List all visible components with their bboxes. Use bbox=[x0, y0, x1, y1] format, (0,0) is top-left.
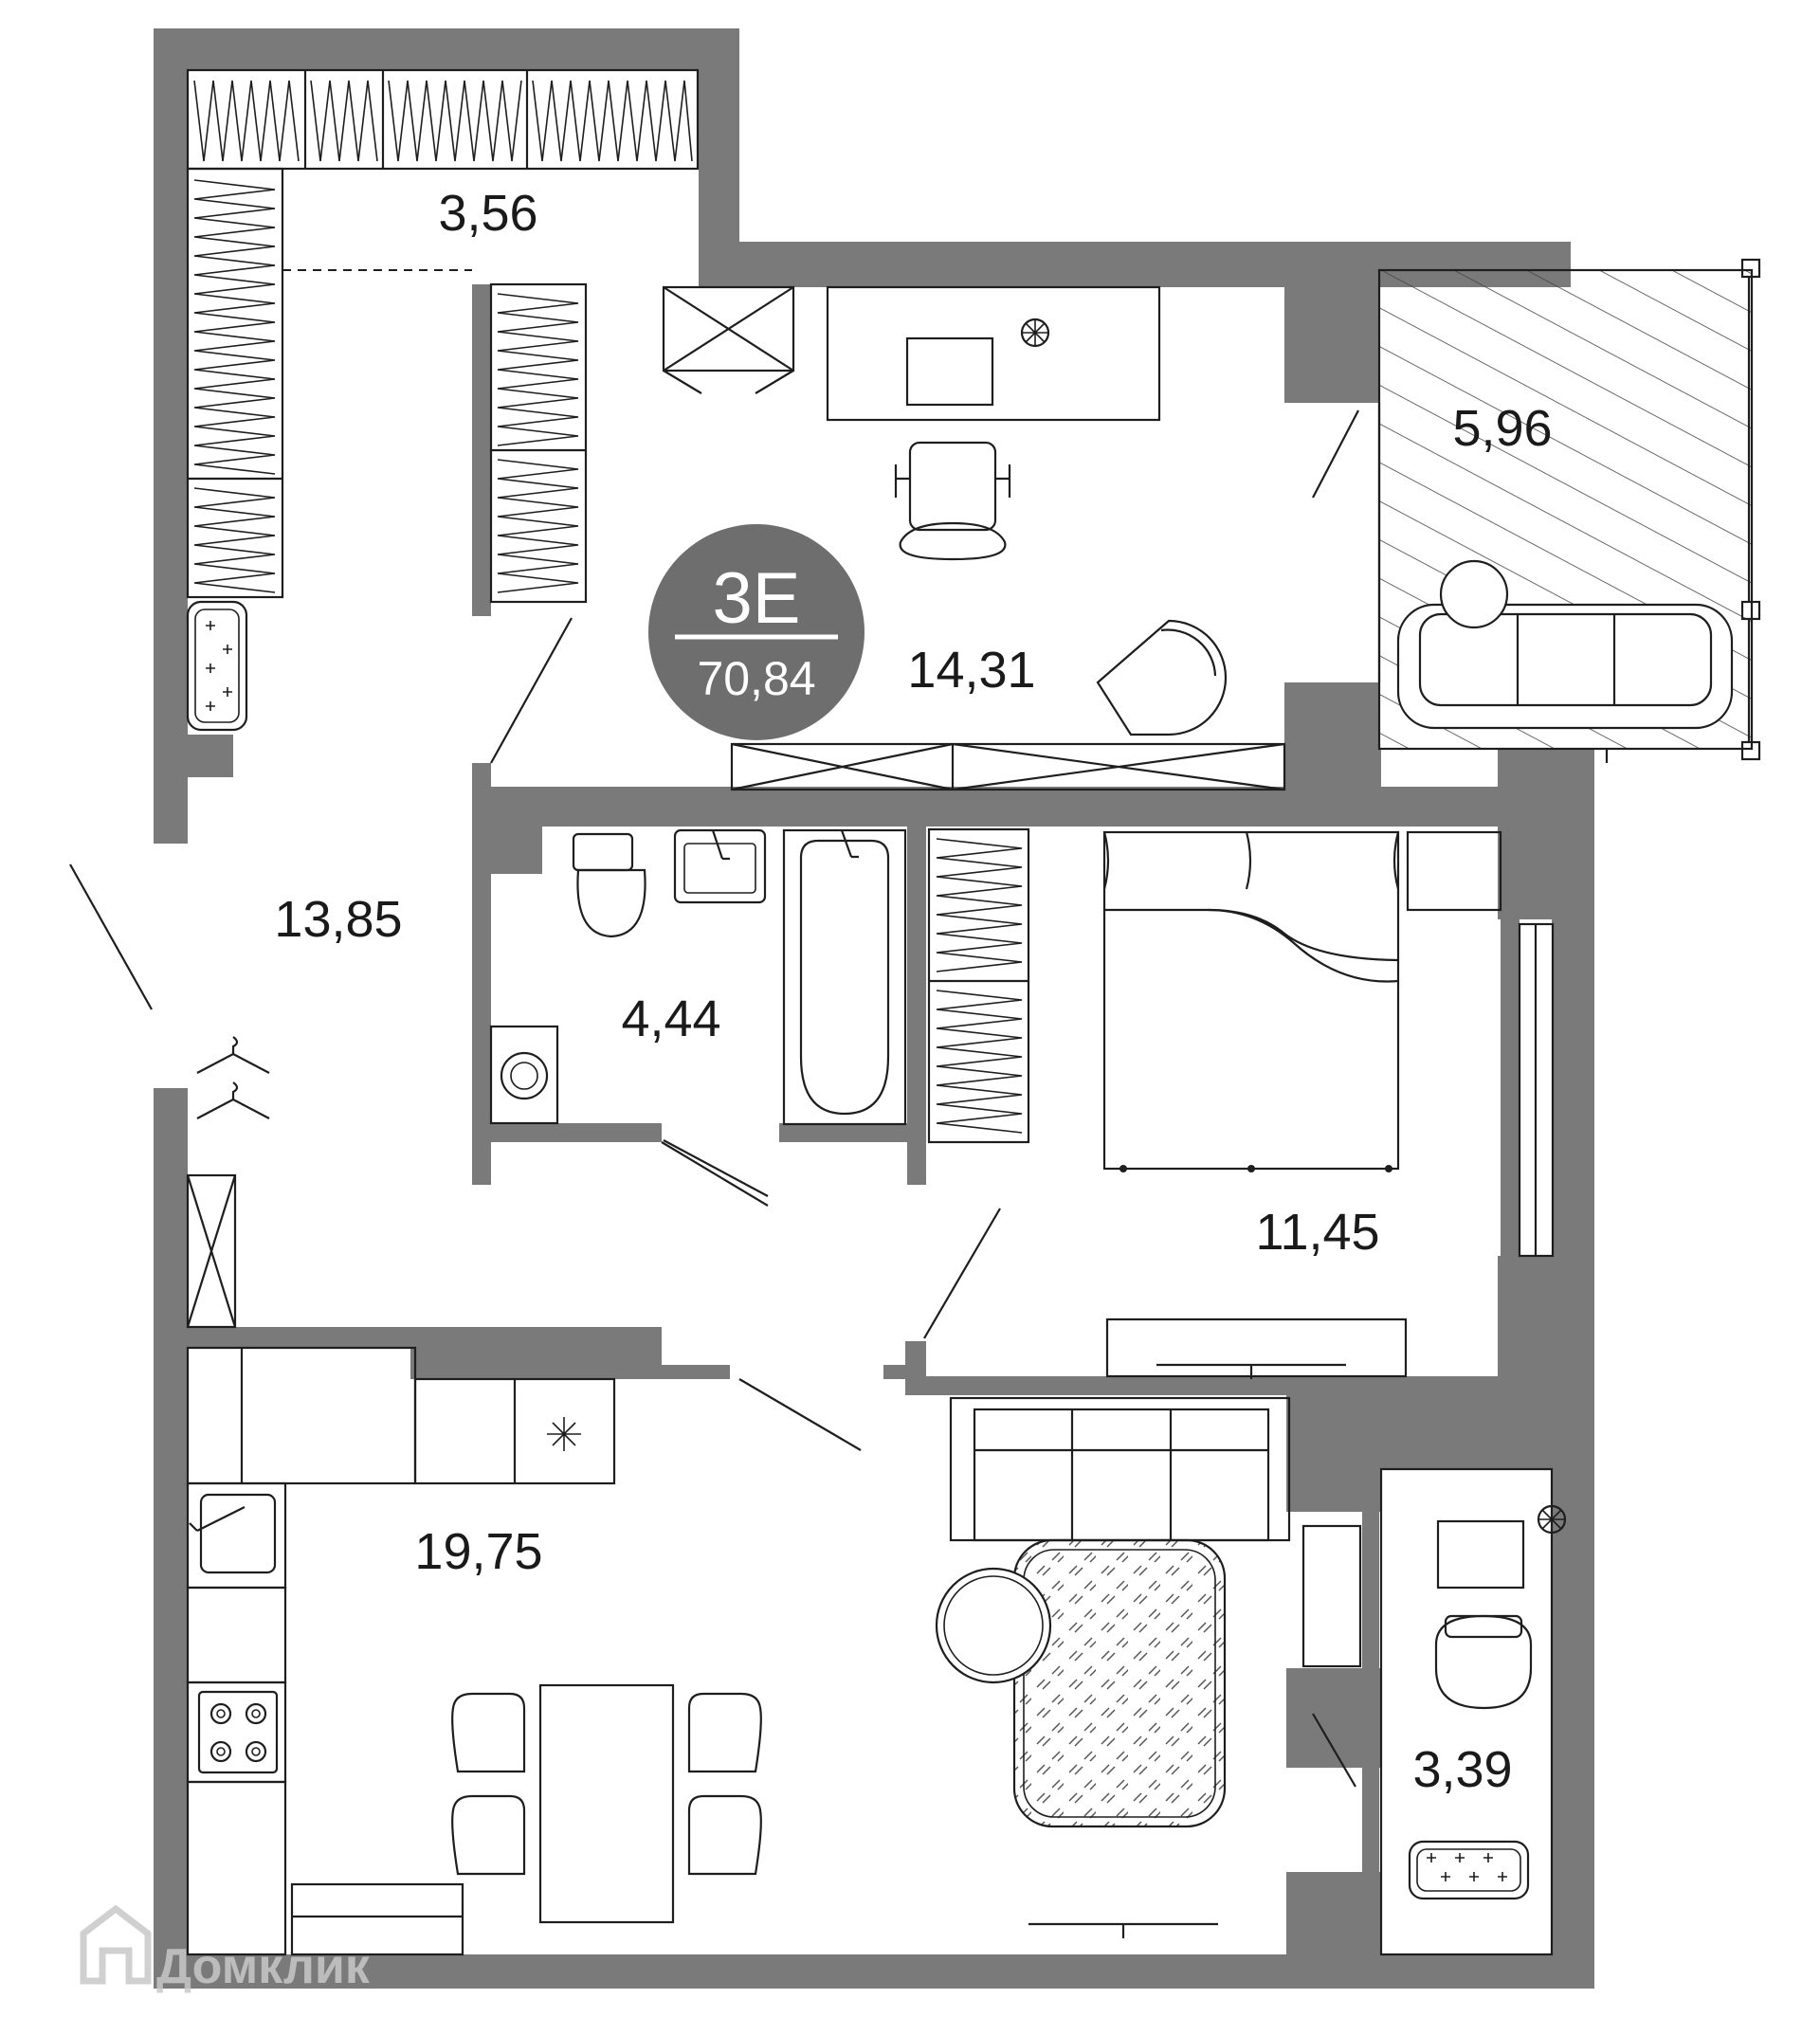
room-area-hallway: 13,85 bbox=[274, 891, 402, 948]
study-furniture bbox=[489, 282, 1286, 791]
room-area-balcony: 5,96 bbox=[1452, 400, 1552, 457]
badge-code: 3Е bbox=[713, 558, 801, 639]
badge-circle bbox=[648, 524, 864, 740]
room-area-bedroom: 11,45 bbox=[1255, 1204, 1379, 1261]
kitchen-living-furniture bbox=[186, 1346, 1362, 1956]
room-area-study: 14,31 bbox=[907, 642, 1035, 699]
room-area-toilet: 3,39 bbox=[1412, 1741, 1512, 1798]
bedroom-furniture bbox=[927, 827, 1555, 1379]
badge-total-area: 70,84 bbox=[697, 652, 815, 705]
hallway-furniture bbox=[69, 863, 1001, 1451]
room-area-wardrobe: 3,56 bbox=[438, 185, 537, 242]
bathroom-fixtures bbox=[489, 828, 907, 1207]
balcony bbox=[1312, 258, 1761, 763]
toilet-fixtures bbox=[1379, 1467, 1567, 1956]
home-logo-icon bbox=[80, 1904, 152, 1985]
wardrobe-furniture bbox=[186, 68, 700, 732]
walls bbox=[154, 28, 1594, 1989]
room-area-bathroom: 4,44 bbox=[621, 990, 720, 1047]
room-area-kitchen-living: 19,75 bbox=[414, 1523, 542, 1580]
balcony-sofa bbox=[1396, 559, 1734, 730]
watermark-text: Домклик bbox=[156, 1939, 371, 1994]
apartment-badge: 3Е 70,84 bbox=[648, 524, 864, 740]
watermark: Домклик bbox=[80, 1904, 371, 1994]
